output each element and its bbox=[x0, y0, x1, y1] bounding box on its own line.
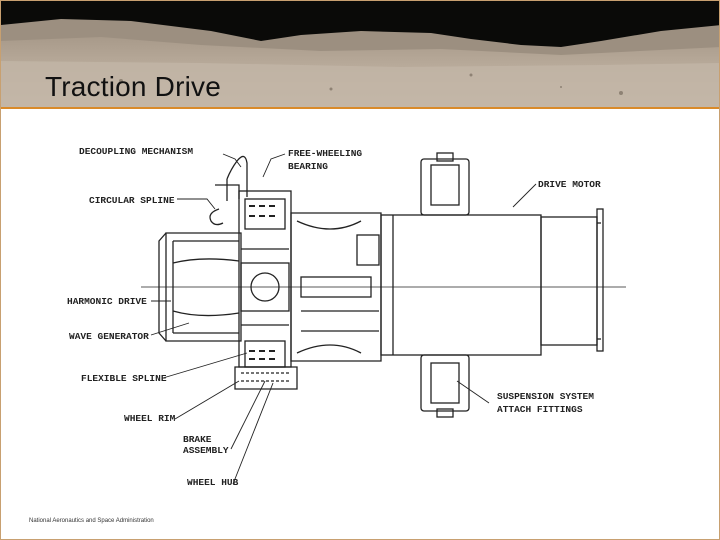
banner-divider bbox=[1, 107, 719, 109]
label-circular-spline: CIRCULAR SPLINE bbox=[89, 195, 175, 206]
diagram-labels: DECOUPLING MECHANISM FREE-WHEELING BEARI… bbox=[67, 146, 601, 488]
label-drive-motor: DRIVE MOTOR bbox=[538, 179, 601, 190]
harmonic-drive-housing bbox=[158, 232, 242, 342]
slide-title: Traction Drive bbox=[45, 71, 222, 102]
drive-tube bbox=[290, 212, 382, 362]
lunar-surface-banner: Traction Drive bbox=[1, 1, 719, 109]
label-decoupling-mechanism: DECOUPLING MECHANISM bbox=[79, 146, 193, 157]
label-assembly: ASSEMBLY bbox=[183, 445, 229, 456]
label-wheel-rim: WHEEL RIM bbox=[124, 413, 176, 424]
label-wheel-hub: WHEEL HUB bbox=[187, 477, 239, 488]
label-bearing: BEARING bbox=[288, 161, 328, 172]
label-flexible-spline: FLEXIBLE SPLINE bbox=[81, 373, 167, 384]
label-attach-fittings: ATTACH FITTINGS bbox=[497, 404, 583, 415]
drive-motor-body bbox=[380, 208, 604, 356]
gear-stack bbox=[238, 190, 292, 368]
lunar-landscape-image bbox=[1, 1, 719, 109]
drive-assembly-drawing bbox=[141, 152, 626, 485]
footer-agency: National Aeronautics and Space Administr… bbox=[29, 518, 154, 524]
brake-assembly bbox=[234, 366, 298, 390]
label-brake: BRAKE bbox=[183, 434, 212, 445]
label-harmonic-drive: HARMONIC DRIVE bbox=[67, 296, 147, 307]
upper-suspension-fitting bbox=[420, 152, 470, 216]
traction-drive-diagram: DECOUPLING MECHANISM FREE-WHEELING BEARI… bbox=[67, 146, 626, 488]
circular-spline-hook bbox=[209, 208, 224, 226]
label-free-wheeling: FREE-WHEELING bbox=[288, 148, 362, 159]
label-suspension-system: SUSPENSION SYSTEM bbox=[497, 391, 594, 402]
leader-lines bbox=[150, 153, 537, 485]
lower-suspension-fitting bbox=[420, 354, 470, 418]
label-wave-generator: WAVE GENERATOR bbox=[69, 331, 149, 342]
decoupling-mechanism bbox=[215, 155, 248, 201]
